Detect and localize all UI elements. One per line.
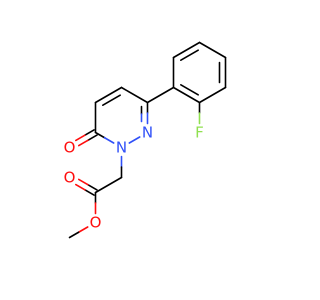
bond [77, 226, 89, 234]
bond [146, 86, 175, 104]
bond [68, 231, 80, 239]
double-bond [74, 134, 86, 142]
nitrogen-atom-label: N [116, 139, 127, 157]
nitrogen-atom-label: N [142, 124, 153, 142]
aromatic-bond [180, 49, 199, 61]
bond [120, 86, 149, 104]
double-bond [77, 139, 89, 147]
oxygen-atom-label: O [64, 139, 76, 157]
bond [128, 136, 141, 144]
aromatic-bond [180, 84, 199, 96]
double-bond [74, 183, 86, 191]
bond [94, 131, 106, 139]
bond [198, 41, 227, 59]
double-bond [77, 178, 89, 186]
fluorine-atom-label: F [195, 124, 204, 142]
double-bond [102, 94, 121, 106]
double-bond [87, 183, 98, 191]
bond [94, 176, 123, 194]
oxygen-atom-label: O [64, 169, 76, 187]
bond [94, 86, 123, 104]
bond [172, 41, 201, 59]
bond [103, 136, 115, 144]
oxygen-atom-label: O [90, 214, 102, 232]
bond [198, 86, 227, 104]
double-bond [84, 129, 95, 136]
double-bond [84, 189, 95, 196]
bond [172, 86, 201, 104]
double-bond [87, 134, 98, 142]
